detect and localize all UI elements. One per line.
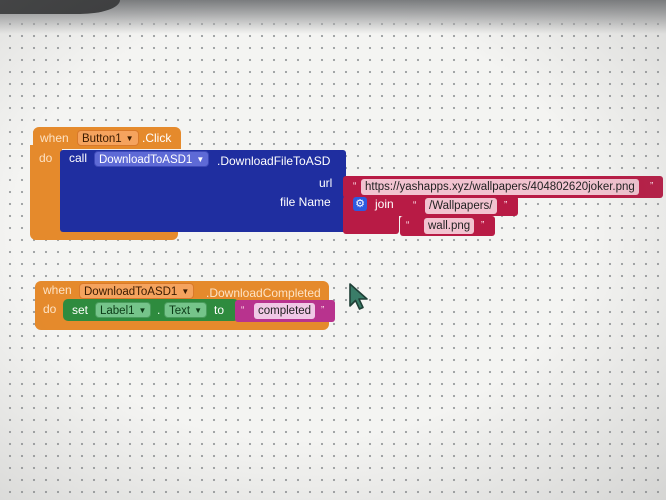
filename-socket-label: file Name — [280, 195, 331, 209]
component-name: DownloadToASD1 — [84, 286, 178, 298]
event-name: .Click — [142, 131, 172, 145]
quote-close: ” — [321, 305, 325, 316]
quote-close: ” — [481, 220, 485, 231]
quote-open: “ — [241, 305, 245, 316]
dropdown-caret-icon: ▼ — [196, 155, 205, 164]
call-label: call — [69, 151, 88, 165]
join-block-rail — [343, 212, 399, 234]
join-label: join — [375, 197, 394, 211]
when-label: when — [43, 283, 72, 297]
method-name: .DownloadFileToASD — [217, 154, 331, 168]
to-label: to — [214, 303, 225, 317]
url-socket-label: url — [319, 176, 333, 190]
event-body-rail — [30, 145, 62, 237]
join-item-1[interactable]: /Wallpapers/ — [425, 198, 497, 214]
url-string[interactable]: https://yashapps.xyz/wallpapers/40480262… — [361, 179, 639, 195]
component-dropdown-label1[interactable]: Label1▼ — [95, 302, 152, 318]
gear-icon[interactable]: ⚙ — [353, 197, 367, 211]
property-separator: . — [157, 303, 161, 317]
component-dropdown-downloadtoasd1[interactable]: DownloadToASD1▼ — [79, 283, 195, 299]
dropdown-caret-icon: ▼ — [125, 134, 134, 143]
component-name: Label1 — [100, 305, 135, 317]
dropdown-caret-icon: ▼ — [181, 287, 190, 296]
quote-open: “ — [413, 200, 417, 211]
component-name: DownloadToASD1 — [99, 154, 193, 166]
quote-open: “ — [353, 181, 357, 192]
event-name: .DownloadCompleted — [206, 286, 321, 300]
component-dropdown-downloadtoasd1[interactable]: DownloadToASD1▼ — [94, 151, 210, 167]
dropdown-caret-icon: ▼ — [138, 306, 147, 315]
property-dropdown-text[interactable]: Text▼ — [164, 302, 208, 318]
component-dropdown-button1[interactable]: Button1▼ — [77, 130, 139, 146]
quote-close: ” — [650, 181, 654, 192]
join-item-2[interactable]: wall.png — [424, 218, 475, 234]
monitor-corner — [0, 0, 120, 14]
when-label: when — [40, 131, 69, 145]
quote-open: “ — [406, 220, 410, 231]
quote-close: ” — [504, 200, 508, 211]
set-label: set — [72, 303, 89, 317]
do-label: do — [43, 302, 57, 316]
completed-string[interactable]: completed — [254, 303, 316, 319]
event-footer — [35, 320, 329, 330]
property-name: Text — [169, 305, 191, 317]
mouse-pointer-icon — [349, 283, 368, 310]
component-name: Button1 — [82, 133, 122, 145]
do-label: do — [39, 151, 53, 165]
dropdown-caret-icon: ▼ — [194, 306, 203, 315]
